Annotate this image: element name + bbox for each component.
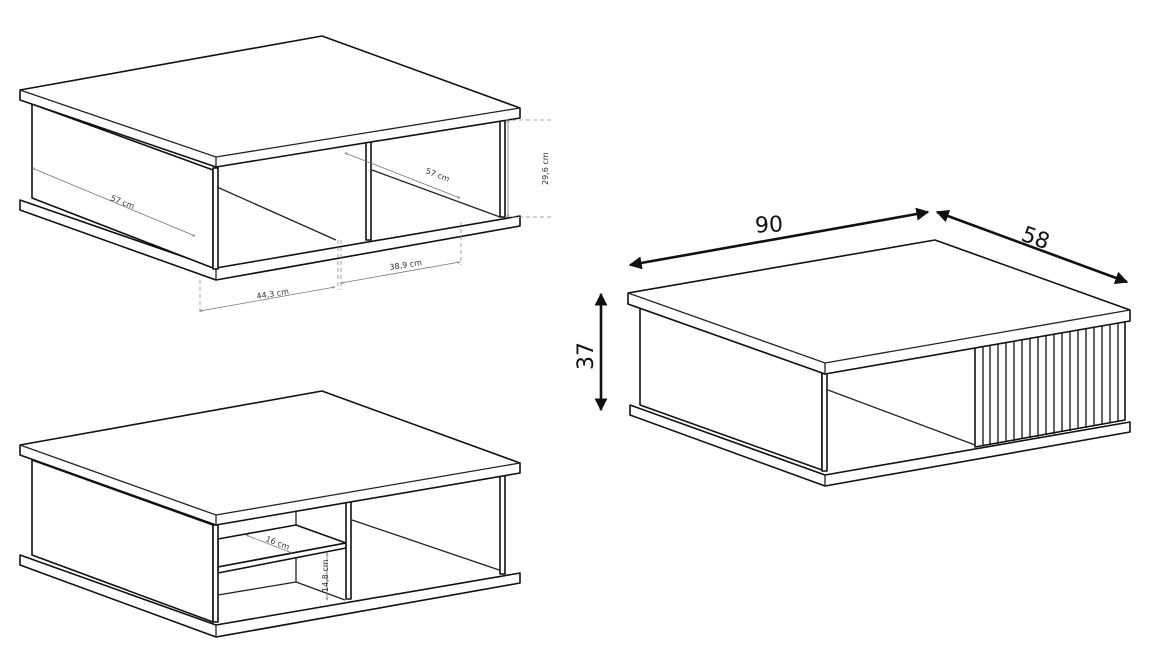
label-right-depth: 57 cm <box>424 166 451 183</box>
right-leg <box>499 116 506 218</box>
front-leg <box>212 524 219 623</box>
label-width: 90 <box>754 212 783 238</box>
label-height: 29,6 cm <box>541 152 550 185</box>
overall-view: 90 58 37 <box>574 207 1131 487</box>
label-depth: 58 <box>1018 222 1053 255</box>
bottom-left-view: 16 cm 14,8 cm <box>19 390 521 638</box>
table-top <box>19 390 521 526</box>
table-top <box>19 35 521 168</box>
right-leg <box>499 473 506 575</box>
label-shelf-height: 14,8 cm <box>321 559 330 592</box>
slats <box>982 321 1119 446</box>
label-left-width: 44,3 cm <box>256 287 290 301</box>
front-leg <box>212 167 219 270</box>
front-leg <box>821 371 828 472</box>
divider <box>365 141 372 241</box>
top-left-view: 57 cm 57 cm 29,6 cm 44,3 cm 38,9 cm <box>19 35 553 312</box>
label-height: 37 <box>574 342 599 370</box>
divider <box>345 499 352 600</box>
